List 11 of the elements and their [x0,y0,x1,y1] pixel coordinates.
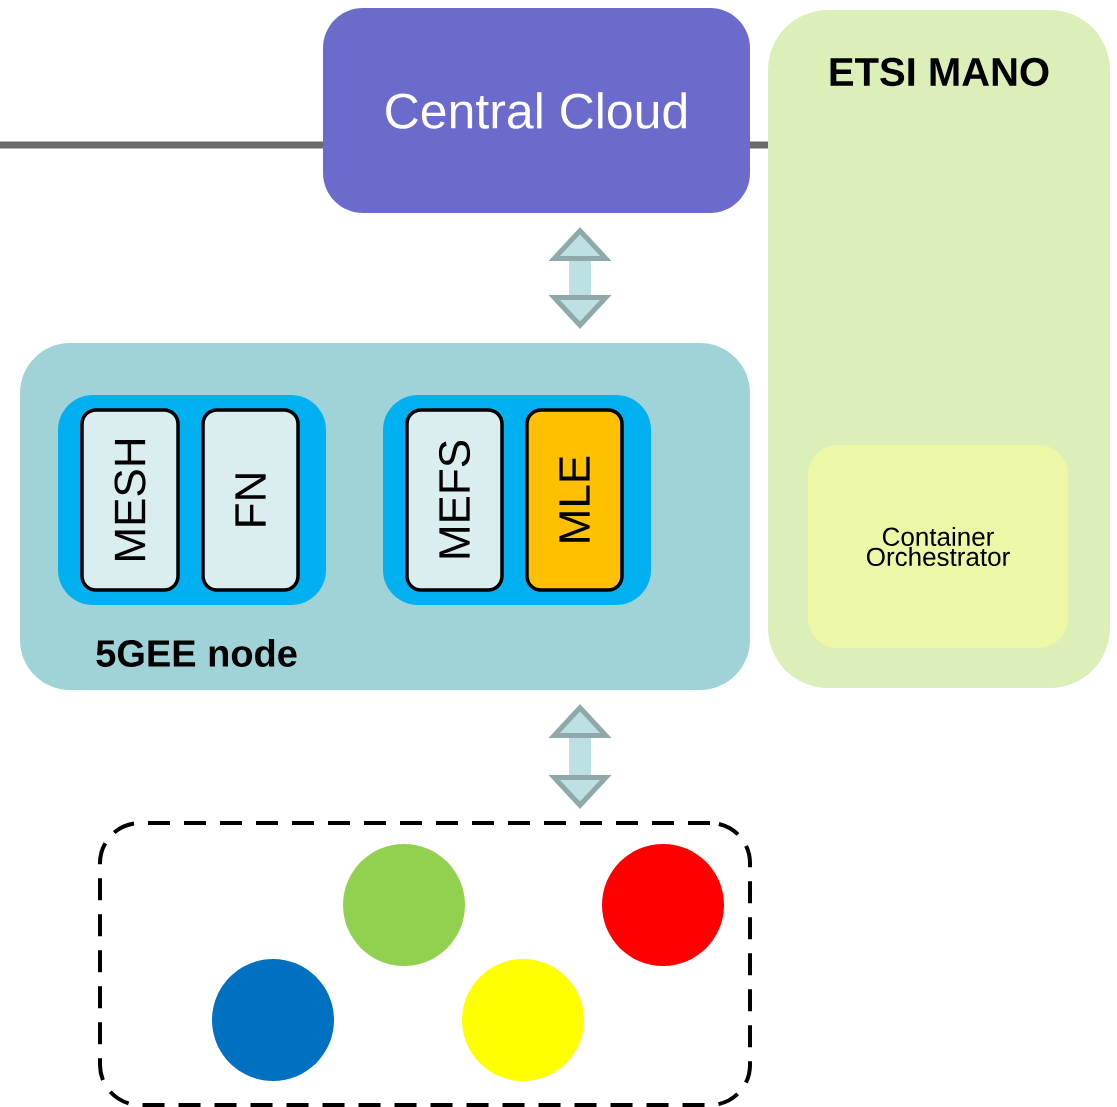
orchestrator-box: Container Orchestrator [808,445,1068,648]
function-box: FN [201,408,300,592]
circle [212,959,334,1081]
function-box: MESH [80,408,180,592]
function-box: MLE [525,408,624,592]
dashed-box [98,821,752,1107]
function-box: MEFS [405,408,504,592]
cloud-box: Central Cloud [323,8,750,213]
circle [343,844,465,966]
circle [602,844,724,966]
circle [462,959,584,1081]
